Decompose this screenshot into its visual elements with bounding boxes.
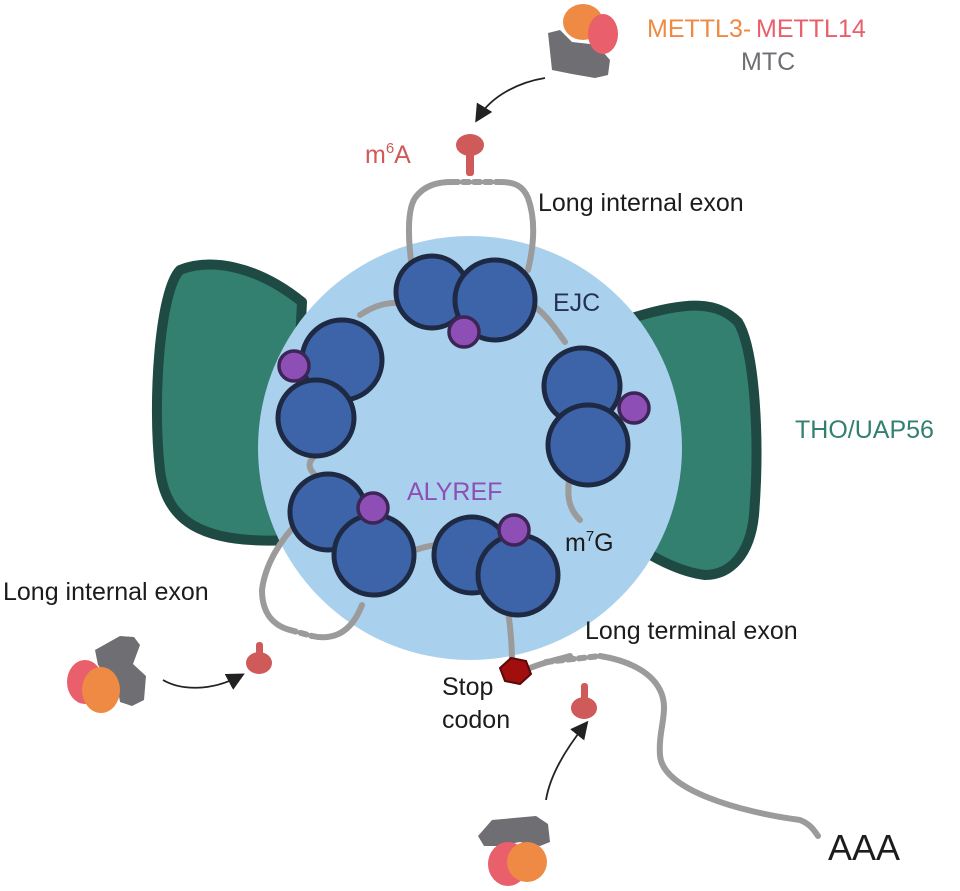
label-long-internal-exon-top: Long internal exon — [538, 189, 744, 217]
left-exon-loop — [258, 517, 365, 641]
label-stop-codon-line1: Stop — [442, 673, 493, 701]
terminal-exon-dashes — [543, 653, 603, 665]
mtc-complex-left — [67, 636, 146, 713]
label-m6a: m6A — [365, 140, 411, 169]
ejc-bottom — [431, 513, 561, 618]
mtc-complex-top — [548, 4, 618, 78]
label-long-terminal-exon: Long terminal exon — [585, 617, 798, 645]
label-mettl3: METTL3- — [647, 15, 751, 43]
left-exon-dashes — [287, 627, 315, 639]
arrow-mtc-bottom-to-m6a — [545, 720, 589, 801]
mtc-complex-bottom — [478, 816, 550, 886]
ejc-top — [393, 253, 538, 349]
stop-codon-hexagon — [498, 656, 533, 686]
label-poly-a: AAA — [828, 827, 900, 868]
label-mtc: MTC — [741, 48, 795, 76]
arrow-mtc-left-to-m6a — [162, 673, 245, 690]
alyref-right — [617, 391, 651, 425]
label-alyref: ALYREF — [407, 478, 502, 506]
m6a-mark-bottom — [571, 683, 597, 719]
label-tho-uap56: THO/UAP56 — [795, 416, 934, 444]
label-ejc: EJC — [553, 289, 600, 317]
ejc-left-lower — [287, 471, 417, 598]
m6a-mark-top — [456, 134, 484, 176]
arrow-mtc-top-to-m6a — [475, 77, 546, 123]
label-m7g: m7G — [565, 528, 614, 557]
alyref-left — [277, 349, 311, 383]
alyref-lower-left — [356, 491, 390, 525]
label-mettl14: METTL14 — [756, 15, 866, 43]
mrna-strand-ring — [306, 299, 583, 553]
alyref-bottom — [497, 513, 531, 547]
ejc-left-upper — [275, 317, 385, 459]
label-long-internal-exon-left: Long internal exon — [3, 578, 209, 606]
ejc-right — [541, 345, 651, 488]
top-exon-loop — [405, 179, 537, 273]
label-stop-codon-line2: codon — [442, 706, 510, 734]
m6a-mark-left — [246, 642, 272, 674]
alyref-top — [447, 315, 481, 349]
